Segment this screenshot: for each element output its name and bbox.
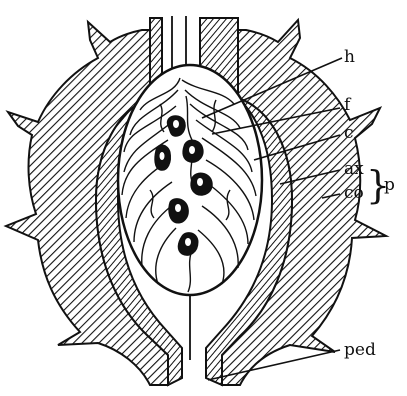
label-ped: ped [344, 340, 376, 360]
label-p: p [384, 175, 395, 195]
label-h: h [344, 47, 355, 67]
label-c: c [344, 123, 354, 143]
label-f: f [344, 95, 352, 115]
label-co: co [344, 183, 364, 203]
label-ax: ax [344, 159, 364, 179]
